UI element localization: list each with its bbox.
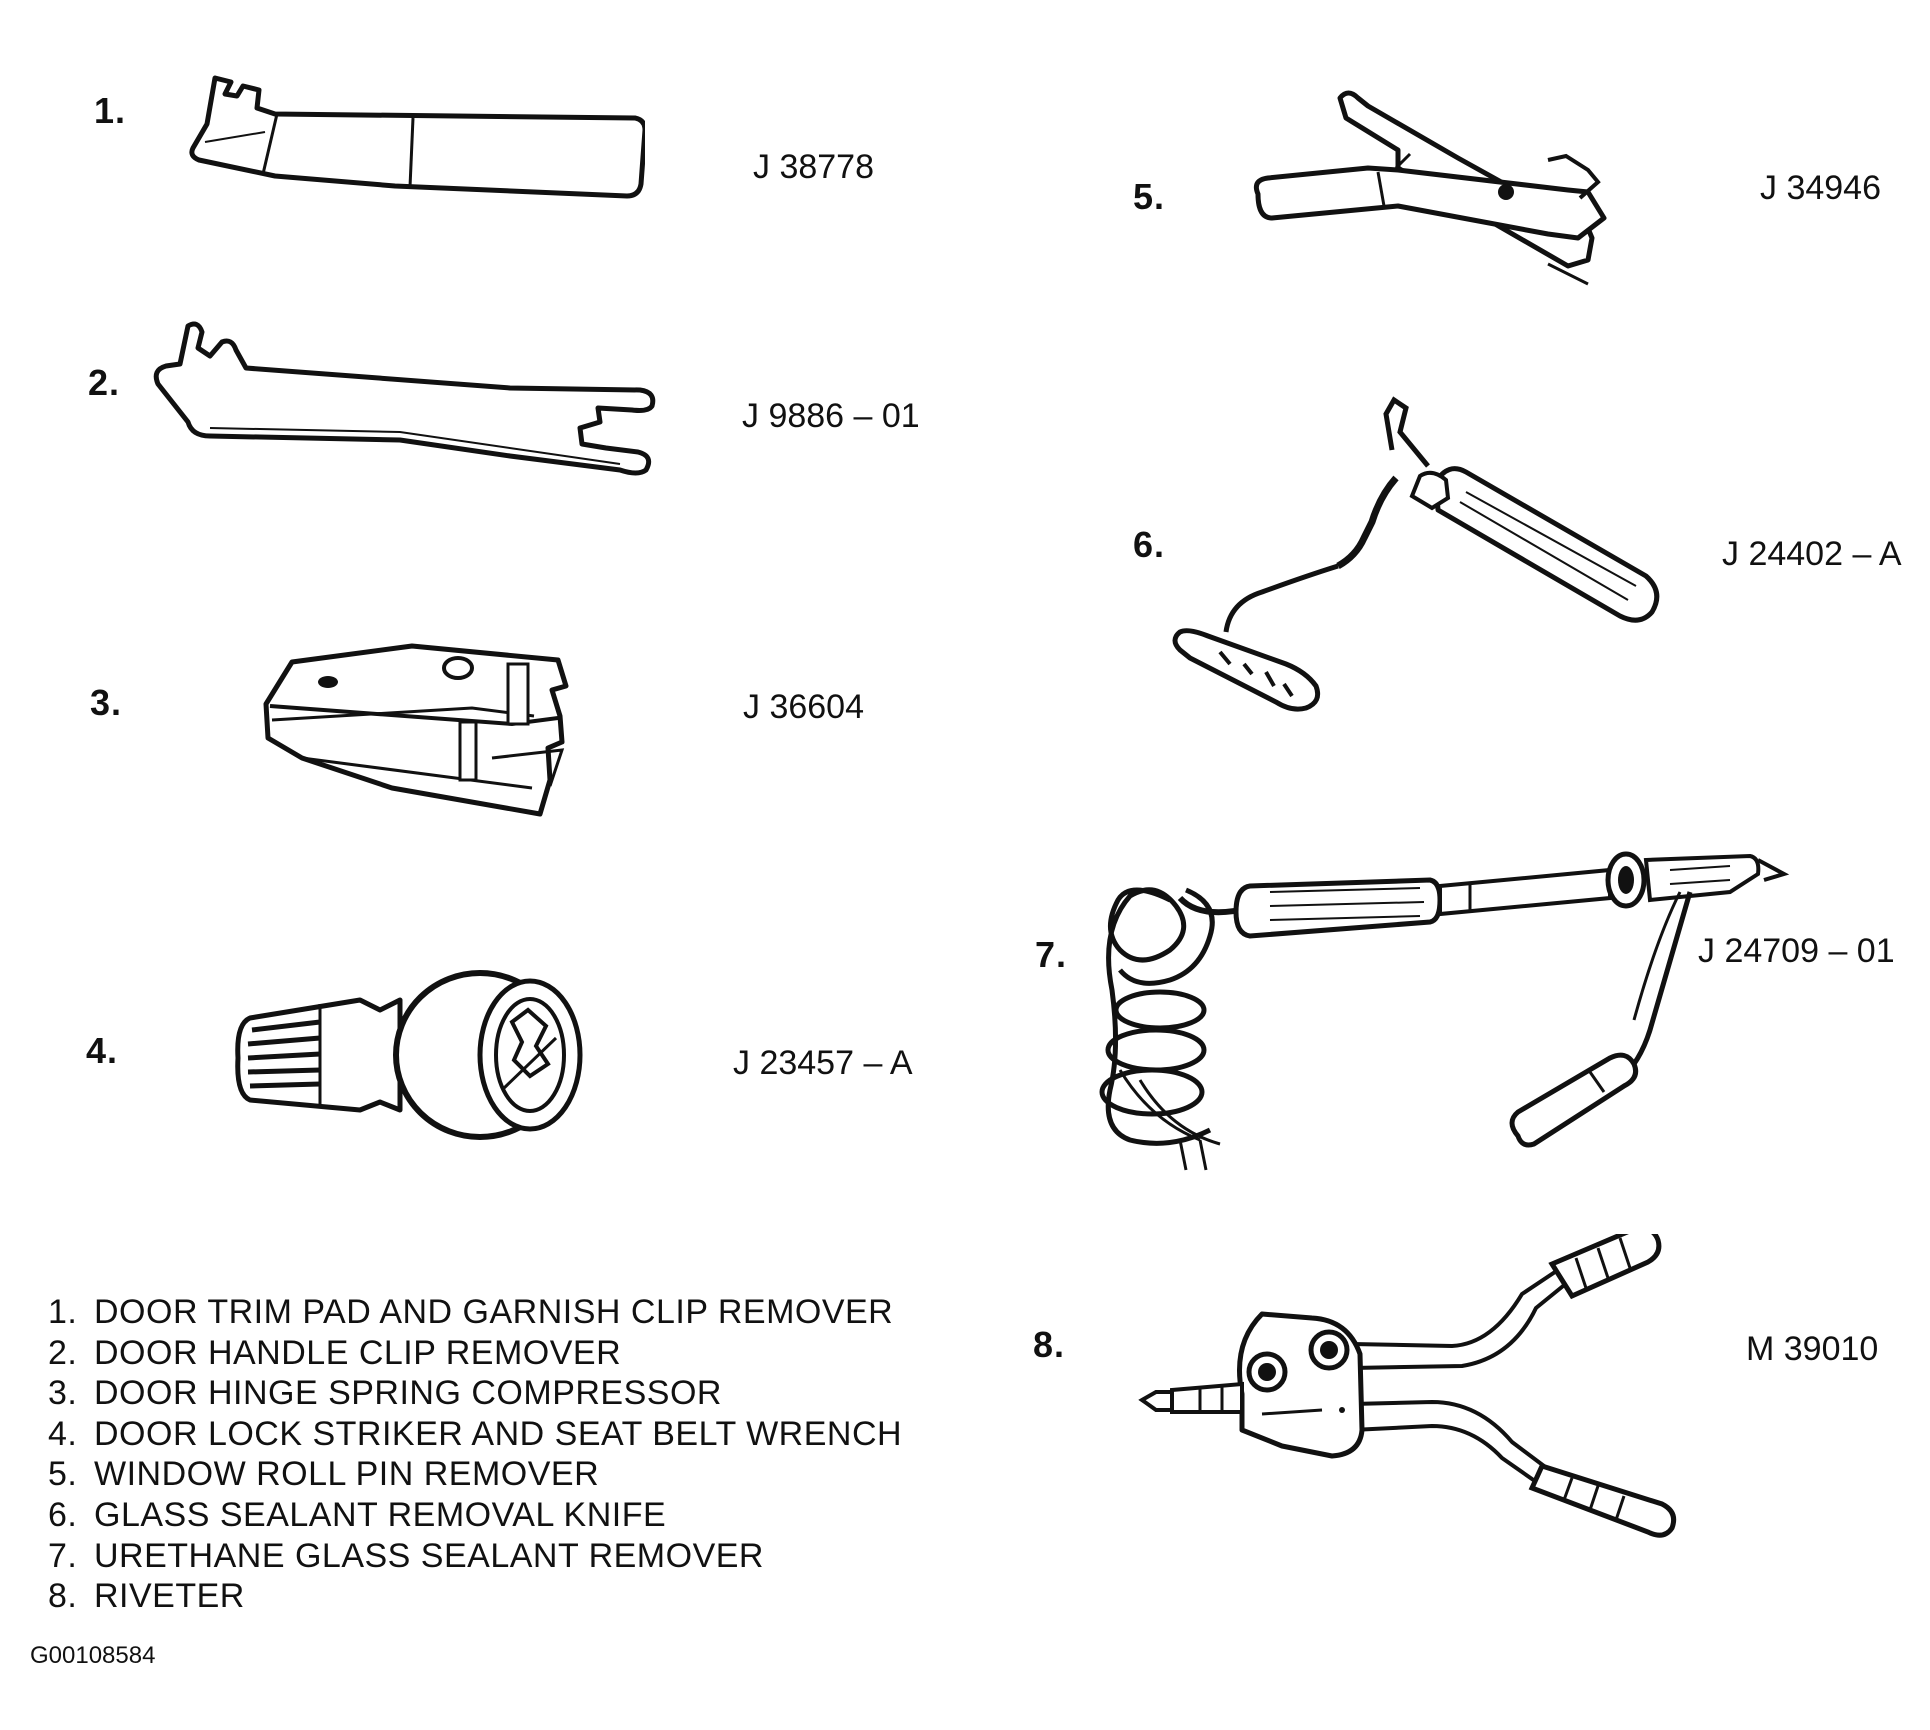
tool-2-number: 2. — [88, 362, 121, 403]
legend-item-number: 1. — [48, 1293, 78, 1331]
tool-8-part-number: M 39010 — [1746, 1330, 1879, 1368]
tool-3-part-number: J 36604 — [743, 688, 864, 726]
tool-1-part-number: J 38778 — [753, 148, 874, 186]
tool-5-part-number: J 34946 — [1760, 169, 1881, 207]
legend-item-number: 6. — [48, 1495, 78, 1534]
sealant-removal-knife-icon — [1166, 396, 1666, 726]
legend-item-text: GLASS SEALANT REMOVAL KNIFE — [94, 1495, 667, 1534]
legend-item-text: DOOR TRIM PAD AND GARNISH CLIP REMOVER — [94, 1293, 894, 1331]
tool-6-number: 6. — [1133, 524, 1166, 565]
legend-item-7: 7. URETHANE GLASS SEALANT REMOVER — [48, 1536, 902, 1577]
legend-item-text: URETHANE GLASS SEALANT REMOVER — [94, 1536, 764, 1575]
tool-2-part-number: J 9886 – 01 — [742, 397, 920, 435]
tool-7-part-number: J 24709 – 01 — [1698, 932, 1895, 970]
legend-item-number: 7. — [48, 1536, 78, 1575]
legend-item-number: 8. — [48, 1577, 78, 1616]
urethane-sealant-remover-icon — [1090, 840, 1800, 1180]
legend-item-6: 6. GLASS SEALANT REMOVAL KNIFE — [48, 1495, 902, 1536]
tool-4-part-number: J 23457 – A — [733, 1044, 913, 1082]
legend-item-text: DOOR HANDLE CLIP REMOVER — [94, 1333, 622, 1372]
legend-item-4: 4. DOOR LOCK STRIKER AND SEAT BELT WRENCH — [48, 1414, 902, 1455]
legend-item-5: 5. WINDOW ROLL PIN REMOVER — [48, 1454, 902, 1495]
tool-6-part-number: J 24402 – A — [1722, 535, 1902, 573]
legend-item-3: 3. DOOR HINGE SPRING COMPRESSOR — [48, 1373, 902, 1414]
striker-wrench-icon — [230, 960, 590, 1150]
legend-item-2: 2. DOOR HANDLE CLIP REMOVER — [48, 1333, 902, 1374]
tool-5-number: 5. — [1133, 176, 1166, 217]
tool-1-number: 1. — [94, 90, 127, 131]
legend-item-text: DOOR LOCK STRIKER AND SEAT BELT WRENCH — [94, 1414, 903, 1453]
legend-item-number: 3. — [48, 1374, 78, 1413]
trim-pad-clip-remover-icon — [185, 72, 645, 202]
legend-item-number: 4. — [48, 1414, 78, 1453]
riveter-icon — [1132, 1234, 1692, 1544]
tool-7-number: 7. — [1035, 934, 1068, 975]
legend-item-1: 1. DOOR TRIM PAD AND GARNISH CLIP REMOVER — [48, 1292, 902, 1333]
legend-item-text: WINDOW ROLL PIN REMOVER — [94, 1455, 600, 1494]
legend-item-number: 5. — [48, 1455, 78, 1494]
legend-item-text: RIVETER — [94, 1577, 245, 1616]
legend-item-number: 2. — [48, 1333, 78, 1372]
roll-pin-remover-icon — [1248, 88, 1698, 298]
tool-8-number: 8. — [1033, 1324, 1066, 1365]
tool-legend: 1. DOOR TRIM PAD AND GARNISH CLIP REMOVER… — [48, 1292, 902, 1617]
figure-id: G00108584 — [30, 1642, 156, 1669]
legend-item-8: 8. RIVETER — [48, 1576, 902, 1617]
tool-3-number: 3. — [90, 682, 123, 723]
tool-4-number: 4. — [86, 1030, 119, 1071]
door-handle-clip-remover-icon — [150, 318, 660, 488]
legend-item-text: DOOR HINGE SPRING COMPRESSOR — [94, 1374, 722, 1413]
hinge-spring-compressor-icon — [262, 638, 582, 818]
